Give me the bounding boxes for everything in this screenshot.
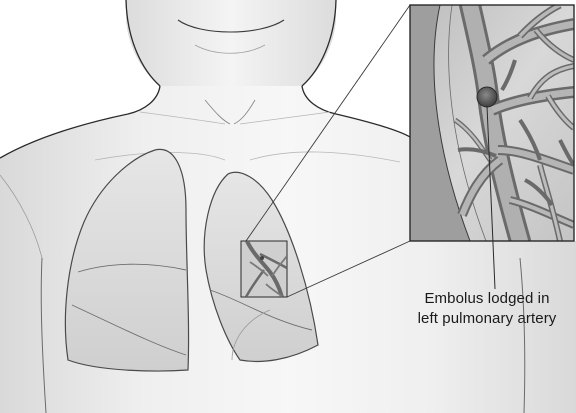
zoom-source-box: [241, 241, 287, 297]
zoom-inset: [410, 5, 574, 241]
annotation-line-2: left pulmonary artery: [398, 309, 576, 329]
annotation-line-1: Embolus lodged in: [398, 289, 576, 309]
embolus-marker: [477, 87, 497, 107]
embolus-annotation: Embolus lodged in left pulmonary artery: [398, 289, 576, 329]
